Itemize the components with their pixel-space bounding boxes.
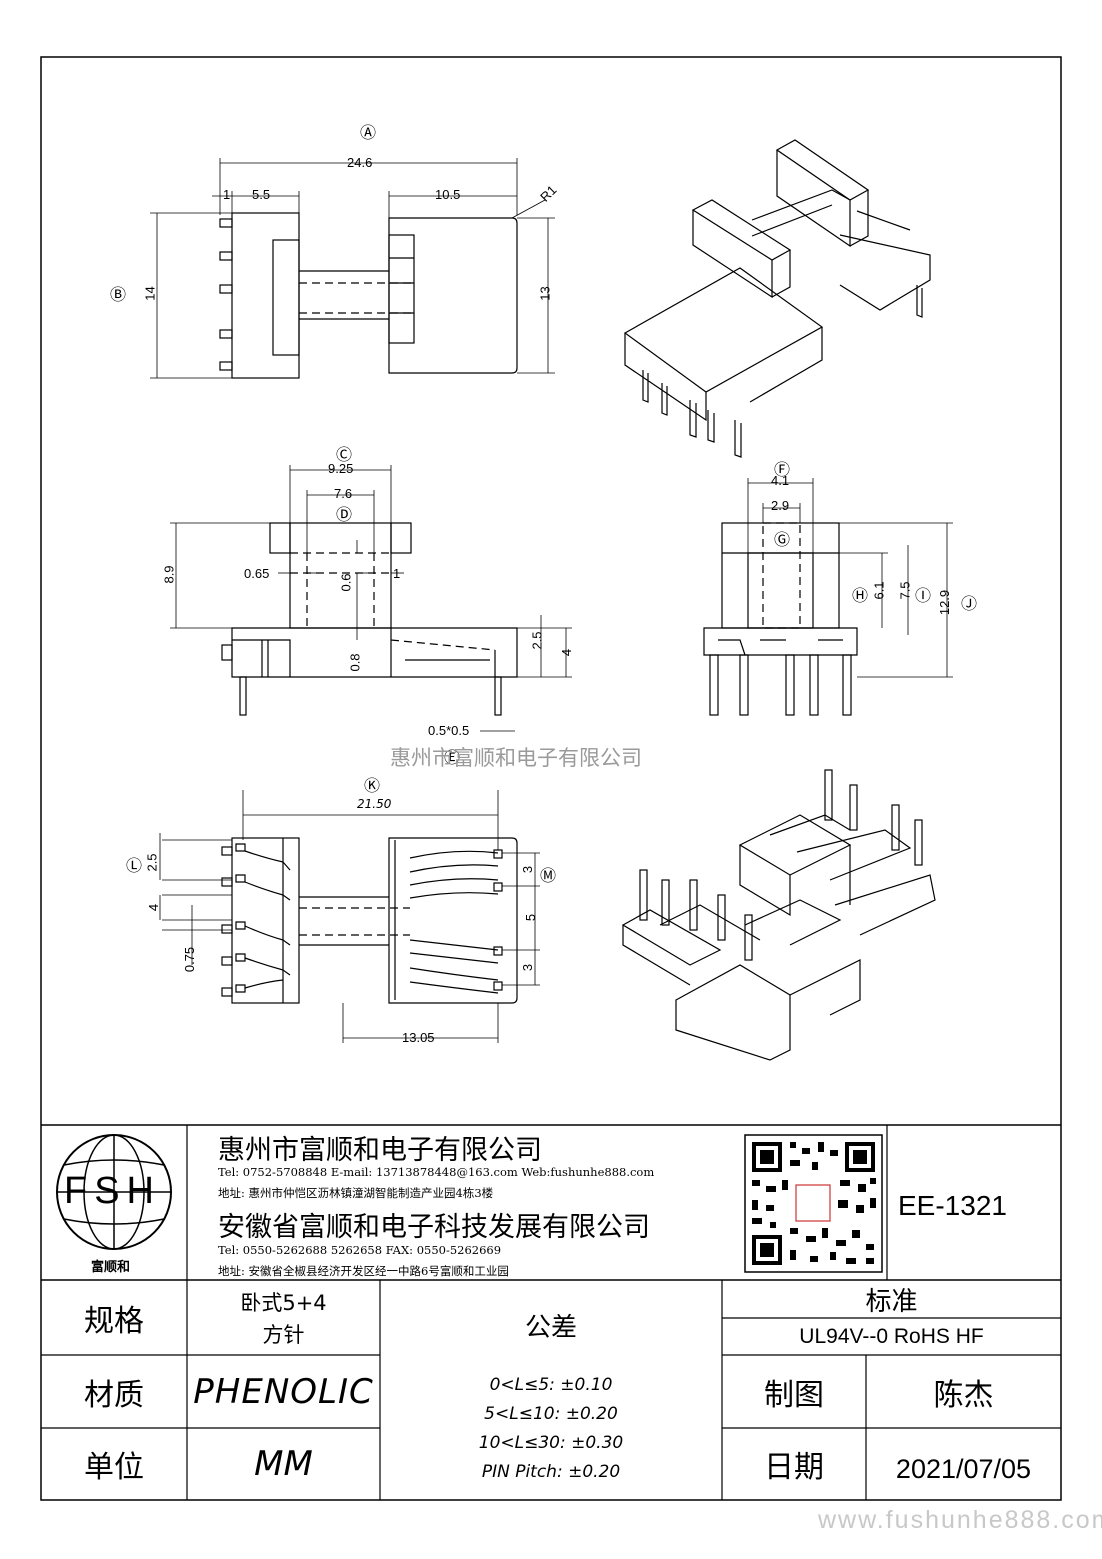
dim-8-9: 8.9 [161, 565, 177, 584]
dim-2-5: 2.5 [529, 631, 545, 650]
callout-H: Ⓗ [852, 586, 869, 605]
tolerance-line-1: 0<L≤5: ±0.10 [489, 1375, 613, 1395]
dim-12-9: 12.9 [937, 589, 953, 616]
company1-name: 惠州市富顺和电子有限公司 [218, 1135, 542, 1166]
callout-L: Ⓛ [126, 856, 143, 875]
iso-view-top [623, 139, 931, 458]
callout-B: Ⓑ [110, 285, 127, 304]
titleblock-lines [41, 1125, 1061, 1500]
dim-4-1: 4.1 [771, 473, 790, 488]
callout-I: Ⓘ [915, 586, 932, 605]
drawn-label: 制图 [764, 1377, 824, 1413]
unit-value: MM [254, 1444, 313, 1484]
company2-name: 安徽省富顺和电子科技发展有限公司 [218, 1212, 650, 1243]
standard-value: UL94V--0 RoHS HF [799, 1324, 984, 1348]
bottom-view [159, 790, 540, 1043]
standard-label: 标准 [865, 1286, 918, 1317]
company2-contact: Tel: 0550-5262688 5262658 FAX: 0550-5262… [218, 1243, 502, 1257]
tolerance-line-2: 5<L≤10: ±0.20 [484, 1404, 618, 1424]
dim-13-05: 13.05 [402, 1030, 435, 1045]
fsh-logo [56, 1134, 172, 1250]
date-label: 日期 [764, 1450, 824, 1485]
bottom-view-left-pins [221, 846, 233, 997]
callout-G: Ⓖ [774, 530, 791, 549]
drawing-frame [40, 56, 1062, 1501]
callout-C: Ⓒ [336, 445, 353, 464]
dim-4-bottom: 4 [146, 903, 162, 912]
dim-5-5: 5.5 [252, 187, 271, 202]
dim-21-50: 21.50 [357, 797, 392, 811]
dim-0-6: 0.6 [338, 573, 354, 592]
spec-value-1: 卧式5+4 [240, 1291, 327, 1315]
dim-6-1: 6.1 [871, 581, 887, 600]
logo-name: 富顺和 [91, 1260, 131, 1275]
side-view-pins [709, 654, 852, 716]
callout-F: Ⓕ [774, 460, 791, 479]
dim-24-6: 24.6 [347, 155, 373, 170]
iso-view-bottom-pins [639, 769, 923, 961]
top-view-pins [219, 218, 233, 371]
part-number: EE-1321 [898, 1190, 1007, 1221]
watermark-text: 惠州市富顺和电子有限公司 [390, 746, 642, 770]
callout-M: Ⓜ [540, 866, 557, 885]
dim-pin-size: 0.5*0.5 [428, 723, 470, 738]
tolerance-label: 公差 [524, 1312, 577, 1343]
company2-address: 地址: 安徽省全椒县经济开发区经一中路6号富顺和工业园 [218, 1264, 509, 1278]
dim-10-5: 10.5 [435, 187, 461, 202]
dim-4: 4 [559, 648, 575, 657]
dim-0-65: 0.65 [244, 566, 270, 581]
company1-address: 地址: 惠州市仲恺区沥林镇潼湖智能制造产业园4栋3楼 [218, 1186, 494, 1200]
bottom-view-right-pins [493, 849, 503, 991]
callout-E: Ⓔ [444, 748, 461, 767]
tolerance-line-4: PIN Pitch: ±0.20 [481, 1462, 621, 1482]
top-view [150, 158, 555, 379]
dim-1: 1 [223, 187, 231, 202]
drawn-value: 陈杰 [933, 1377, 994, 1413]
callout-A: Ⓐ [360, 123, 377, 142]
dim-14: 14 [142, 286, 158, 301]
callout-J: Ⓙ [961, 594, 978, 613]
unit-label: 单位 [84, 1450, 144, 1485]
dim-1-front: 1 [393, 566, 401, 581]
callout-K: Ⓚ [364, 776, 381, 795]
iso-view-top-pins [642, 285, 923, 458]
tolerance-line-3: 10<L≤30: ±0.30 [478, 1433, 624, 1453]
front-view [170, 465, 572, 732]
dim-7-6: 7.6 [334, 486, 353, 501]
dim-13: 13 [537, 286, 553, 301]
dim-2-9: 2.9 [771, 498, 790, 513]
material-label: 材质 [84, 1377, 144, 1413]
side-view [703, 478, 953, 716]
logo-letters: FSH [64, 1170, 161, 1212]
dim-0-8: 0.8 [347, 653, 363, 672]
material-value: PHENOLIC [193, 1371, 374, 1412]
qr-code [744, 1134, 883, 1273]
dim-2-5-bottom: 2.5 [144, 853, 160, 872]
dim-0-75: 0.75 [182, 946, 198, 973]
callout-D: Ⓓ [336, 505, 353, 524]
dim-7-5: 7.5 [897, 581, 913, 600]
company1-contact: Tel: 0752-5708848 E-mail: 13713878448@16… [218, 1165, 655, 1179]
spec-label: 规格 [84, 1303, 144, 1339]
iso-view-bottom [621, 769, 936, 1061]
date-value: 2021/07/05 [895, 1453, 1032, 1484]
dim-3-a: 3 [520, 865, 536, 874]
dim-9-25: 9.25 [328, 461, 354, 476]
dim-5-bottom: 5 [523, 913, 539, 922]
spec-value-2: 方针 [262, 1323, 305, 1347]
dim-3-b: 3 [520, 963, 536, 972]
footer-url: www.fushunhe888.com [818, 1506, 1102, 1534]
